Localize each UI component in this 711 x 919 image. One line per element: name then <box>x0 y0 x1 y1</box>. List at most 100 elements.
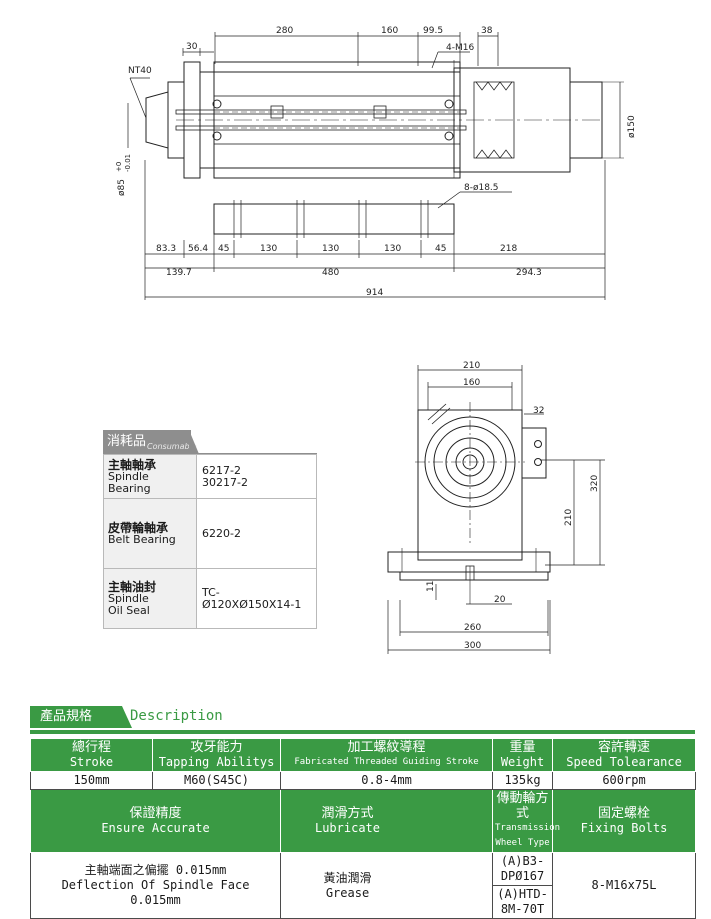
head-en: Speed Tolearance <box>566 755 682 769</box>
dim-280: 280 <box>276 26 293 36</box>
cell-stroke: 150mm <box>30 771 153 790</box>
consumable-subtitle: Consumable <box>147 442 197 451</box>
row-value-1: 6220-2 <box>202 526 241 540</box>
consumable-header-rule <box>191 453 317 454</box>
accuracy-en: Deflection Of Spindle Face 0.015mm <box>61 878 250 907</box>
row-label: 皮帶輪軸承 Belt Bearing <box>103 498 197 569</box>
row-value: 6217-2 30217-2 <box>196 454 317 499</box>
dim-130a: 130 <box>260 244 277 254</box>
dim-130b: 130 <box>322 244 339 254</box>
consumable-header: 消耗品 Consumable <box>103 430 317 454</box>
row-label: 主軸油封 Spindle Oil Seal <box>103 568 197 629</box>
consumable-table: 消耗品 Consumable 主軸軸承 Spindle Bearing 6217… <box>103 430 317 629</box>
head-zh: 攻牙能力 <box>190 740 243 755</box>
consumable-tab-corner <box>189 430 199 454</box>
row-label-en: Spindle <box>108 591 149 605</box>
head-en: Transmission Wheel Type <box>495 823 561 848</box>
dim-218: 218 <box>500 244 517 254</box>
dim-83-3: 83.3 <box>156 244 176 254</box>
cell-thread: 0.8-4mm <box>279 771 494 790</box>
accuracy-zh: 主軸端面之偏擺 0.015mm <box>84 863 227 877</box>
top-view-drawing: 280 160 99.5 38 30 4-M16 NT40 ø85 +0 -0.… <box>115 26 637 300</box>
cell-accuracy: 主軸端面之偏擺 0.015mm Deflection Of Spindle Fa… <box>30 852 281 919</box>
dim-front-300: 300 <box>464 641 481 651</box>
dim-4-m16: 4-M16 <box>446 43 474 53</box>
head-en: Fixing Bolts <box>580 821 668 835</box>
row-value-1: TC-Ø120XØ150X14-1 <box>202 585 302 611</box>
table-row: 主軸軸承 Spindle Bearing 6217-2 30217-2 <box>103 454 317 499</box>
cell-transmission-b: (A)HTD-8M-70T <box>492 885 554 919</box>
spec-row-2: 主軸端面之偏擺 0.015mm Deflection Of Spindle Fa… <box>30 852 697 919</box>
description-tab: 產品規格 <box>30 706 122 728</box>
head-zh: 總行程 <box>71 740 111 755</box>
dim-front-32: 32 <box>533 406 544 416</box>
row-label-zh: 皮帶輪軸承 <box>108 520 169 535</box>
head-en: Tapping Abilitys <box>158 755 275 769</box>
consumable-title: 消耗品 <box>107 434 147 449</box>
dim-45a: 45 <box>218 244 229 254</box>
description-header: 產品規格 Description <box>30 706 695 734</box>
row-label-en: Spindle <box>108 469 149 483</box>
dim-phi85-tol-plus: +0 <box>115 162 123 172</box>
head-zh: 傳動輪方式 <box>496 791 549 821</box>
consumable-grid: 主軸軸承 Spindle Bearing 6217-2 30217-2 皮帶輪軸… <box>103 454 317 629</box>
cell-transmission-a: (A)B3-DPØ167 <box>492 852 554 886</box>
head-zh: 固定螺栓 <box>598 806 651 821</box>
spec-row-1: 150mm M60(S45C) 0.8-4mm 135kg 600rpm <box>30 771 697 790</box>
head-en: Weight <box>500 755 545 769</box>
dim-front-210: 210 <box>463 361 480 371</box>
row-value-1: 6217-2 <box>202 463 241 477</box>
dim-front-260: 260 <box>464 623 481 633</box>
dim-front-210v: 210 <box>564 509 574 526</box>
dim-56-4: 56.4 <box>188 244 208 254</box>
table-row: 主軸油封 Spindle Oil Seal TC-Ø120XØ150X14-1 <box>103 568 317 629</box>
row-label-en2: Bearing <box>108 481 151 495</box>
dim-45b: 45 <box>435 244 446 254</box>
dim-holes: 8-ø18.5 <box>464 183 499 193</box>
dim-phi85: ø85 <box>117 179 127 196</box>
dim-139-7: 139.7 <box>166 268 192 278</box>
cell-tapping: M60(S45C) <box>152 771 281 790</box>
row-value: TC-Ø120XØ150X14-1 <box>196 568 317 629</box>
head-en: Lubricate <box>314 821 381 835</box>
label-nt40: NT40 <box>128 66 152 76</box>
row-label-zh: 主軸軸承 <box>108 457 157 472</box>
row-label-en2: Oil Seal <box>108 603 150 617</box>
dim-99-5: 99.5 <box>423 26 443 36</box>
dim-130c: 130 <box>384 244 401 254</box>
head-en: Stroke <box>69 755 114 769</box>
row-value-2: 30217-2 <box>202 475 248 489</box>
front-view-drawing: 210 160 32 320 210 11 20 260 300 <box>387 361 605 654</box>
dim-30: 30 <box>186 42 198 52</box>
row-label: 主軸軸承 Spindle Bearing <box>103 454 197 499</box>
head-zh: 保證精度 <box>129 806 182 821</box>
dim-phi85-tol-minus: -0.01 <box>124 154 132 172</box>
table-row: 皮帶輪軸承 Belt Bearing 6220-2 <box>103 498 317 569</box>
dim-phi150: ø150 <box>627 115 637 138</box>
top-dimensions <box>182 32 499 69</box>
head-zh: 潤滑方式 <box>321 806 374 821</box>
dim-914: 914 <box>366 288 383 298</box>
consumable-tab: 消耗品 Consumable <box>103 430 197 454</box>
dim-294-3: 294.3 <box>516 268 542 278</box>
row-label-zh: 主軸油封 <box>108 579 157 594</box>
cell-weight: 135kg <box>492 771 554 790</box>
description-rule <box>30 730 695 734</box>
head-en: Ensure Accurate <box>101 821 210 835</box>
dim-front-160: 160 <box>463 378 480 388</box>
dim-480: 480 <box>322 268 339 278</box>
dim-front-20: 20 <box>494 595 506 605</box>
cell-bolts: 8-M16x75L <box>552 852 697 919</box>
dim-38: 38 <box>481 26 493 36</box>
description-tab-corner <box>122 706 132 728</box>
